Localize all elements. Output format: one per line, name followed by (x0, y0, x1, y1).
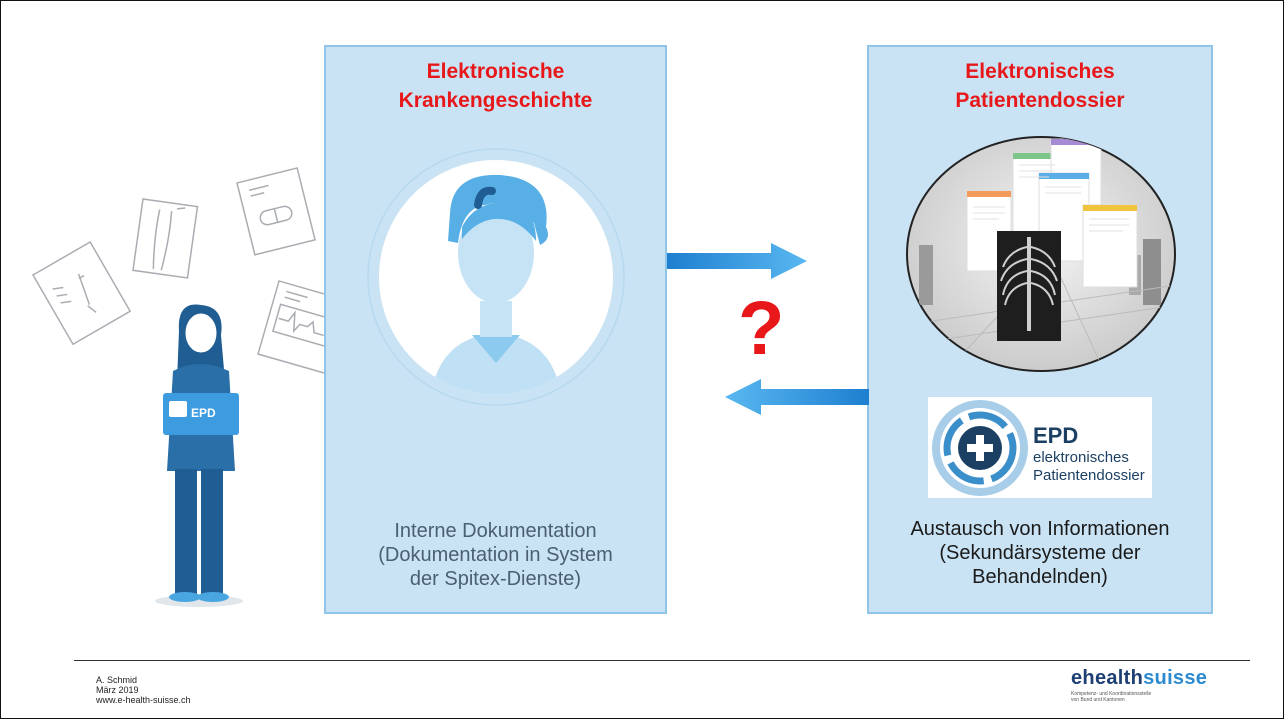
logo-wordmark: ehealthsuisse (1071, 667, 1207, 690)
arrow-left-icon (725, 379, 869, 415)
footer-date: März 2019 (96, 685, 139, 695)
ehr-panel-title: Elektronische Krankengeschichte (326, 57, 665, 115)
epd-logo-title: EPD (1033, 423, 1079, 448)
logo-word-suisse: suisse (1143, 667, 1208, 689)
epd-logo-subtitle-2: Patientendossier (1033, 467, 1145, 484)
epd-logo: EPD elektronisches Patientendossier (928, 397, 1152, 498)
epd-logo-subtitle-1: elektronisches (1033, 449, 1129, 466)
epd-title-line-1: Elektronisches (965, 60, 1115, 83)
epd-panel-title: Elektronisches Patientendossier (869, 57, 1211, 115)
patient-avatar-icon (367, 148, 625, 406)
dossier-circle-image (906, 136, 1176, 372)
ehr-panel-description: Interne Dokumentation (Dokumentation in … (326, 519, 665, 591)
footer-info: A. Schmid März 2019 www.e-health-suisse.… (96, 675, 191, 705)
ehr-panel: Elektronische Krankengeschichte Interne … (324, 45, 667, 614)
footer-author: A. Schmid (96, 675, 138, 685)
epd-desc-line-1: Austausch von Informationen (910, 518, 1170, 540)
logo-word-ehealth: ehealth (1071, 667, 1144, 689)
epd-desc-line-2: (Sekundärsysteme der (939, 542, 1141, 564)
footer-divider (74, 660, 1250, 661)
ehr-title-line-2: Krankengeschichte (398, 89, 593, 112)
logo-tagline: Kompetenz- und Koordinationsstelle von B… (1071, 691, 1207, 703)
arrow-right-icon (667, 243, 807, 279)
question-mark: ? (738, 286, 785, 371)
ehr-desc-line-3: der Spitex-Dienste) (409, 568, 582, 590)
epd-panel: Elektronisches Patientendossier (867, 45, 1213, 614)
footer-website: www.e-health-suisse.ch (96, 695, 191, 705)
folder-label: EPD (191, 406, 216, 420)
ehr-title-line-1: Elektronische (426, 60, 565, 83)
woman-illustration: EPD (155, 304, 243, 607)
epd-desc-line-3: Behandelnden) (972, 566, 1108, 588)
epd-cross-icon (932, 400, 1028, 496)
epd-panel-description: Austausch von Informationen (Sekundärsys… (869, 517, 1211, 589)
ehr-desc-line-1: Interne Dokumentation (394, 520, 597, 542)
epd-title-line-2: Patientendossier (955, 89, 1125, 112)
logo-tagline-line-1: Kompetenz- und Koordinationsstelle (1071, 691, 1152, 697)
logo-tagline-line-2: von Bund und Kantonen (1071, 697, 1125, 703)
ehr-desc-line-2: (Dokumentation in System (378, 544, 613, 566)
ehealthsuisse-logo: ehealthsuisse Kompetenz- und Koordinatio… (1071, 667, 1207, 703)
